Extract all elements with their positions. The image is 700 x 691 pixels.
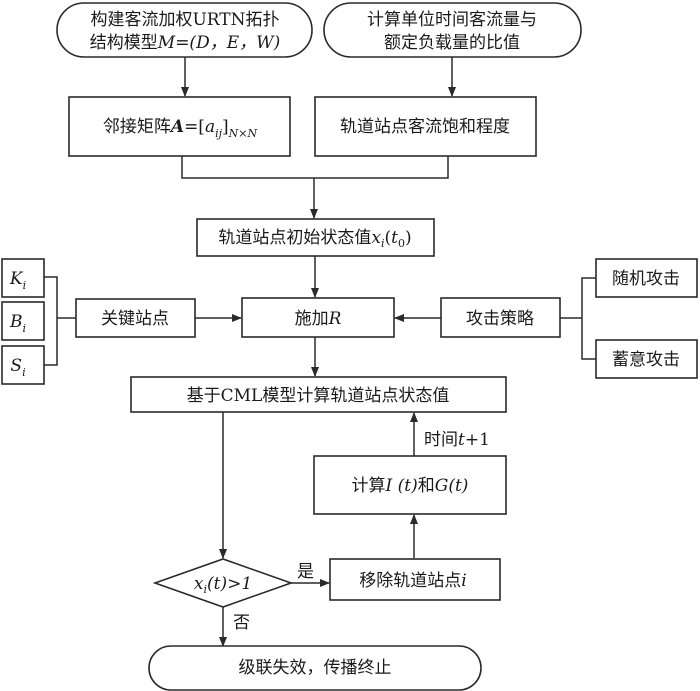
build-model-node: 构建客流加权URTN拓扑 结构模型M=(D，E，W) [56, 2, 313, 58]
deliberate-attack-label: 蓄意攻击 [612, 350, 680, 370]
metrics-bracket [44, 276, 58, 366]
k-i-node: Ki [1, 258, 45, 298]
compute-ig-label: 计算I (t)和G(t) [352, 476, 469, 496]
cml-compute-label: 基于CML模型计算轨道站点状态值 [187, 386, 450, 406]
random-attack-label: 随机攻击 [612, 269, 680, 289]
adjacency-node: 邻接矩阵A=[aij]N×N [68, 96, 291, 157]
cml-compute-node: 基于CML模型计算轨道站点状态值 [130, 376, 507, 413]
apply-r-node: 施加R [241, 297, 395, 338]
saturation-label: 轨道站点客流饱和程度 [340, 117, 510, 137]
merge-connector [181, 156, 449, 179]
s-i-label: Si [10, 356, 25, 379]
ratio-line1: 计算单位时间客流量与 [367, 10, 537, 30]
yes-label: 是 [297, 562, 314, 582]
decision-node: xi(t)>1 [152, 558, 294, 608]
k-i-label: Ki [9, 269, 26, 292]
adjacency-label: 邻接矩阵A=[aij]N×N [103, 117, 258, 140]
ratio-node: 计算单位时间客流量与 额定负载量的比值 [323, 2, 582, 58]
build-model-line1: 构建客流加权URTN拓扑 [90, 10, 279, 30]
b-i-node: Bi [1, 301, 45, 341]
compute-ig-node: 计算I (t)和G(t) [313, 455, 507, 515]
ratio-line2: 额定负载量的比值 [384, 33, 520, 53]
remove-station-node: 移除轨道站点i [329, 558, 501, 601]
s-i-node: Si [1, 345, 45, 385]
terminate-node: 级联失效，传播终止 [148, 645, 482, 691]
attack-bracket [581, 277, 596, 360]
key-stations-label: 关键站点 [101, 309, 169, 329]
random-attack-node: 随机攻击 [595, 258, 698, 298]
apply-r-label: 施加R [295, 309, 342, 329]
time-step-label: 时间t+1 [424, 430, 490, 450]
b-i-label: Bi [9, 312, 26, 335]
remove-station-label: 移除轨道站点i [359, 571, 466, 591]
deliberate-attack-node: 蓄意攻击 [595, 339, 698, 379]
attack-strategy-label: 攻击策略 [466, 309, 534, 329]
build-model-line2: 结构模型M=(D，E，W) [90, 33, 280, 53]
initial-state-label: 轨道站点初始状态值xi(t0) [218, 228, 411, 250]
terminate-label: 级联失效，传播终止 [239, 658, 392, 678]
decision-label: xi(t)>1 [194, 574, 252, 596]
no-label: 否 [233, 613, 250, 633]
saturation-node: 轨道站点客流饱和程度 [314, 96, 537, 157]
initial-state-node: 轨道站点初始状态值xi(t0) [196, 218, 435, 257]
attack-strategy-node: 攻击策略 [440, 297, 561, 338]
key-stations-node: 关键站点 [75, 298, 196, 338]
